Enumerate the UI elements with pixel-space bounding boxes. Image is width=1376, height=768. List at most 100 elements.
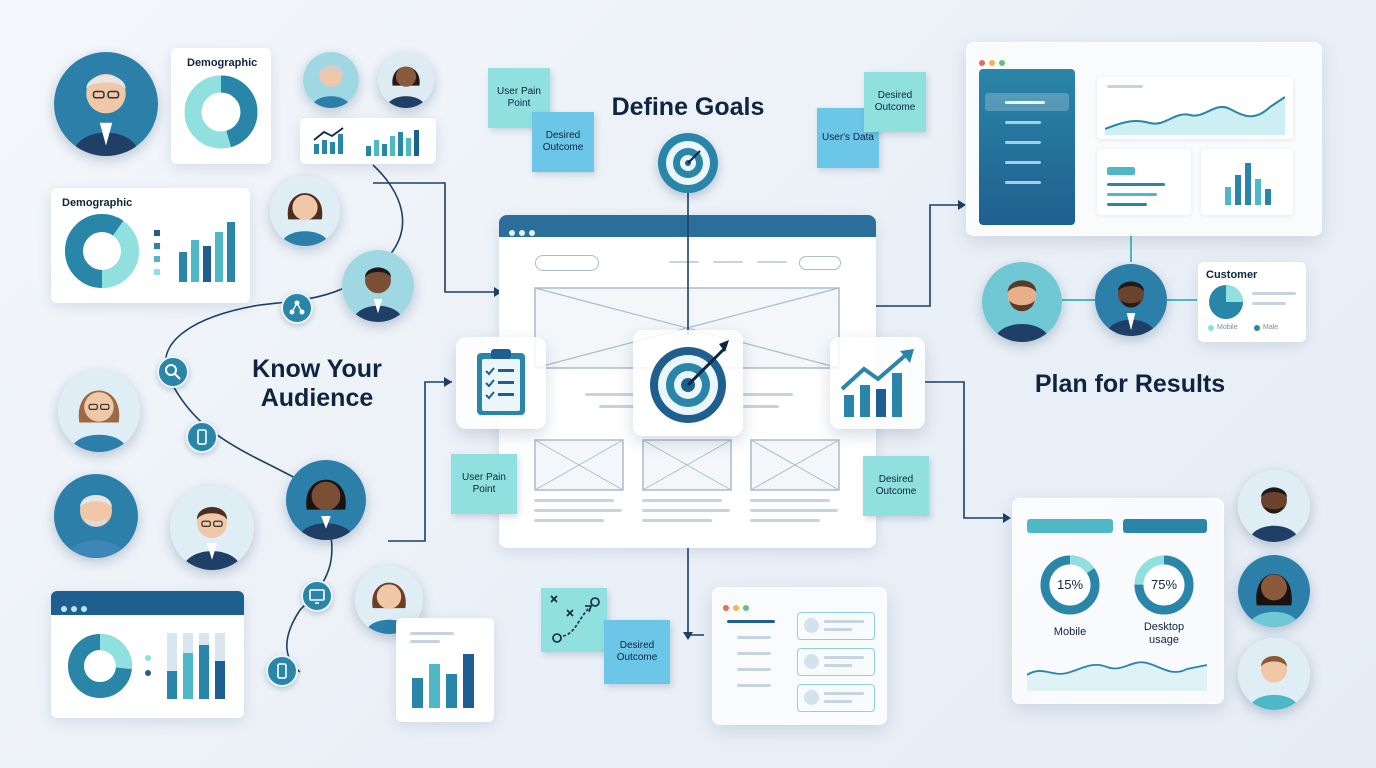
wireframe-button-pill [799, 256, 841, 270]
wireframe-text-line [534, 499, 614, 502]
progress-bar [1107, 183, 1165, 186]
analytics-dashboard-window [966, 42, 1322, 236]
know-your-audience-heading: Know Your Audience [232, 355, 402, 413]
sidebar-line [1005, 141, 1041, 144]
bar-chart [1225, 163, 1271, 205]
desktop-usage-label: Desktop usage [1125, 621, 1203, 646]
sticky-note-user-pain-point-bottom: User Pain Point [451, 454, 517, 514]
card-title: Demographic [62, 197, 133, 209]
header-bar [1123, 519, 1207, 533]
wireframe-nav-line [713, 261, 743, 263]
pie-chart [1209, 285, 1243, 319]
list-item-line [824, 692, 864, 695]
wireframe-text-line [743, 393, 793, 396]
customer-card: Customer Mobile Male [1198, 262, 1306, 342]
wireframe-text-line [642, 499, 722, 502]
list-sidebar [723, 614, 793, 714]
strategy-play-icon [550, 595, 600, 643]
placeholder-line [1252, 292, 1296, 295]
wireframe-text-line [750, 499, 830, 502]
progress-panel [1097, 149, 1191, 215]
avatar-man-beard-suit [1238, 470, 1310, 542]
wireframe-text-line [750, 509, 838, 512]
trend-chart-icon [313, 127, 344, 154]
progress-bar [1107, 167, 1135, 175]
sidebar-line [737, 668, 771, 671]
avatar-woman-long-hair [1238, 555, 1310, 627]
avatar-woman-brown-hair [270, 176, 340, 246]
bar-panel [1201, 149, 1293, 215]
bar-chart [167, 633, 225, 699]
legend-dot [1208, 325, 1214, 331]
wireframe-nav-line [669, 261, 699, 263]
desktop-usage-percent: 75% [1150, 577, 1178, 592]
panel-title-line [1107, 85, 1143, 88]
window-controls [61, 599, 91, 617]
wireframe-text-line [642, 519, 712, 522]
card-title: Customer [1206, 269, 1258, 281]
wireframe-logo-pill [535, 255, 599, 271]
dashboard-sidebar [979, 69, 1075, 225]
wireframe-text-line [743, 405, 779, 408]
list-item-avatar [804, 654, 819, 669]
usage-dashboard-window: 15% Mobile 75% Desktop usage [1012, 498, 1224, 704]
window-titlebar [51, 591, 244, 615]
monitor-icon [301, 580, 333, 612]
sticky-note-desired-outcome-top: Desired Outcome [532, 112, 594, 172]
sticky-note-desired-outcome-bottom: Desired Outcome [604, 620, 670, 684]
avatar-young-man [1238, 638, 1310, 710]
list-item-line [824, 628, 852, 631]
avatar-older-man-beard [54, 474, 138, 558]
sticky-text: User Pain Point [497, 86, 541, 109]
wireframe-hero-image [534, 287, 840, 369]
avatar-woman-smiling [355, 566, 423, 634]
legend-label-mobile: Mobile [1217, 324, 1238, 331]
sticky-text: User Pain Point [462, 472, 506, 495]
window-controls [979, 53, 1009, 71]
wireframe-text-line [585, 393, 635, 396]
sticky-text: Desired Outcome [542, 130, 584, 153]
list-item-avatar [804, 690, 819, 705]
sticky-text: Desired Outcome [875, 474, 917, 497]
sticky-text: Desired Outcome [616, 640, 658, 663]
avatar-young-man-glasses [170, 486, 254, 570]
list-item-line [824, 664, 852, 667]
placeholder-line [1252, 302, 1286, 305]
placeholder-line [410, 632, 454, 635]
wireframe-thumbnail-2 [642, 439, 732, 491]
card-title: Demographic [187, 57, 258, 69]
plan-for-results-heading: Plan for Results [1034, 370, 1226, 398]
sidebar-line [1005, 161, 1041, 164]
avatar-bearded-man [982, 262, 1062, 342]
demographic-card-mid: Demographic [51, 188, 250, 303]
define-goals-heading: Define Goals [611, 93, 765, 121]
target-icon [650, 340, 729, 423]
sticky-note-desired-outcome-right: Desired Outcome [864, 72, 926, 132]
bar-chart [412, 654, 474, 708]
sticky-note-desired-outcome-mid-right: Desired Outcome [863, 456, 929, 516]
list-item [797, 684, 875, 712]
progress-bar [1107, 203, 1147, 206]
legend-dots [145, 655, 151, 676]
list-view-window [712, 587, 887, 725]
list-item-avatar [804, 618, 819, 633]
wireframe-text-line [599, 405, 635, 408]
list-item [797, 612, 875, 640]
growth-chart-icon [840, 349, 914, 417]
heading-line-2: Audience [260, 383, 374, 412]
dashboard-card-bottom-left [51, 591, 244, 718]
avatar-man-suit [342, 250, 414, 322]
area-line-chart [1105, 96, 1285, 135]
demographic-card-top: Demographic [171, 48, 271, 164]
target-tile [633, 330, 743, 436]
progress-bar [1107, 193, 1157, 196]
wireframe-thumbnail-3 [750, 439, 840, 491]
list-item [797, 648, 875, 676]
wireframe-text-line [534, 509, 622, 512]
bar-chart [366, 130, 419, 156]
wireframe-thumbnail-1 [534, 439, 624, 491]
mobile-icon [186, 421, 218, 453]
donut-chart [184, 75, 258, 149]
sidebar-line [1005, 181, 1041, 184]
sticky-text: User's Data [822, 132, 874, 143]
